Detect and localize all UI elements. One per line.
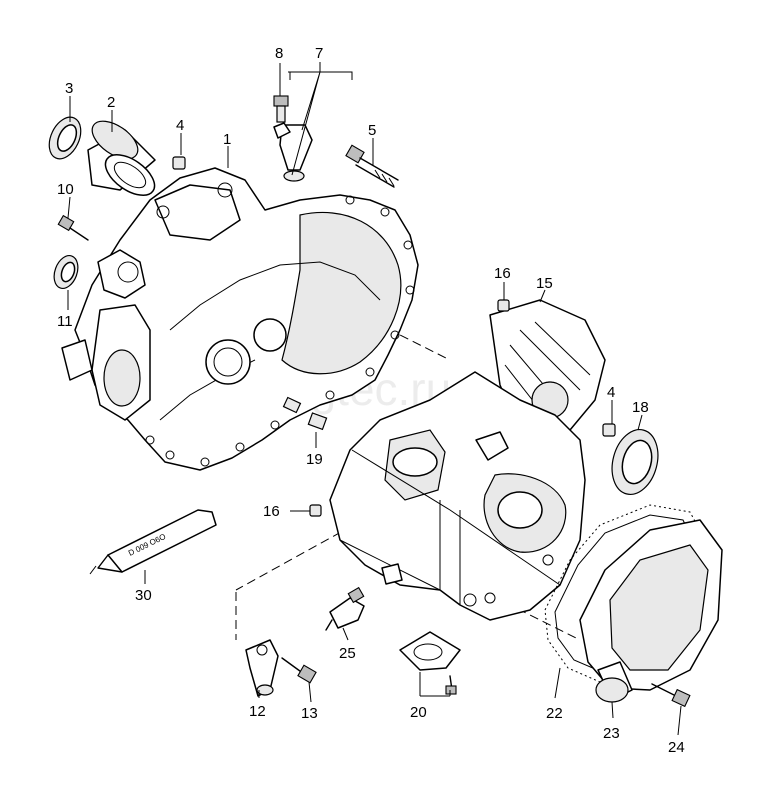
callout-12: 12 (249, 703, 266, 720)
stud-part-4-b (602, 423, 616, 437)
stud-part-16-b (309, 504, 322, 517)
callout-4-right: 4 (607, 384, 615, 401)
sender-part-25 (325, 586, 365, 631)
housing-bolt-holes (145, 195, 415, 467)
callout-5: 5 (368, 122, 376, 139)
callout-7: 7 (315, 45, 323, 62)
seal-sleeve-part-2 (87, 120, 156, 196)
rear-cover-part-23 (579, 519, 723, 703)
callout-30: 30 (135, 587, 152, 604)
callout-labels: 1 2 3 4 4 5 7 8 10 11 12 13 15 16 16 18 … (57, 45, 685, 756)
seal-part-11 (53, 254, 79, 290)
callout-18: 18 (632, 399, 649, 416)
seal-ring-part-18 (611, 429, 659, 495)
transmission-housing-part-1 (61, 167, 419, 471)
bolt-part-13 (281, 657, 317, 684)
bolt-part-10 (57, 214, 89, 241)
sealant-tube-part-30: D 009 O6O (89, 509, 217, 575)
leader-lines (67, 62, 682, 736)
callout-13: 13 (301, 705, 318, 722)
seal-ring-part-3 (48, 116, 82, 160)
callout-22: 22 (546, 705, 563, 722)
callout-1: 1 (223, 131, 231, 148)
bolt-part-5 (345, 144, 399, 188)
callout-20: 20 (410, 704, 427, 721)
stud-part-4-a (172, 156, 186, 170)
callout-3: 3 (65, 80, 73, 97)
bolt-part-8 (273, 95, 289, 123)
callout-4-upper: 4 (176, 117, 184, 134)
bracket-part-20 (399, 631, 461, 695)
callout-11: 11 (57, 313, 73, 330)
callout-10: 10 (57, 181, 74, 198)
stud-part-16-a (497, 299, 510, 312)
callout-2: 2 (107, 94, 115, 111)
gearbox-housing-main (329, 371, 586, 621)
block-part-19 (307, 412, 328, 431)
connector-part-12 (245, 639, 279, 697)
bolt-part-24 (651, 683, 691, 708)
callout-25: 25 (339, 645, 356, 662)
callout-16-upper: 16 (494, 265, 511, 282)
callout-24: 24 (668, 739, 685, 756)
callout-23: 23 (603, 725, 620, 742)
callout-15: 15 (536, 275, 553, 292)
callout-19: 19 (306, 451, 323, 468)
sensor-part-7 (273, 122, 313, 182)
callout-8: 8 (275, 45, 283, 62)
callout-16-lower: 16 (263, 503, 280, 520)
